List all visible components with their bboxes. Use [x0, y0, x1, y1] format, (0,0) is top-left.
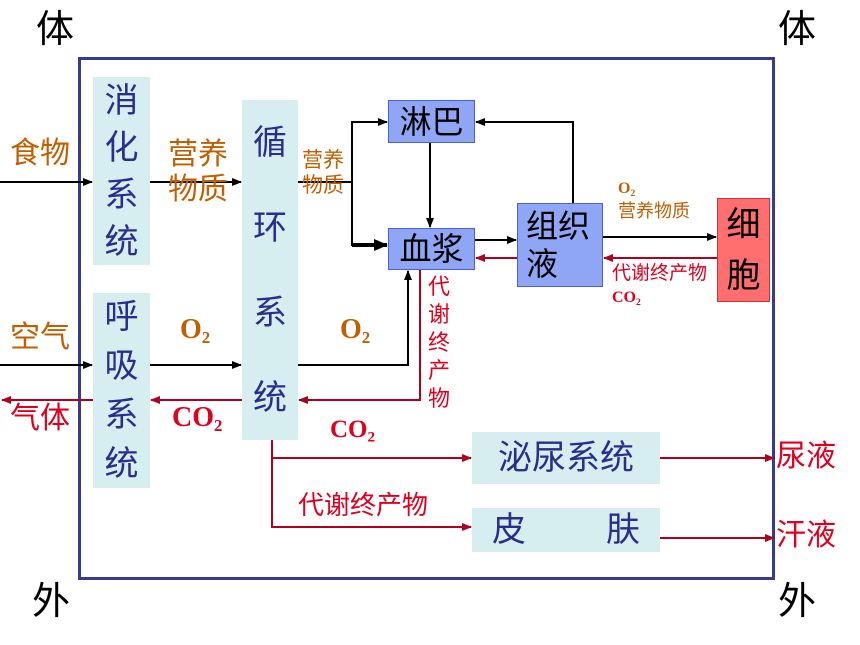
digestive-system-box: 消 化 系 统	[93, 77, 150, 265]
excretion-waste-label: 代谢终产物	[298, 491, 429, 521]
o2-subscript: 2	[630, 187, 636, 199]
gas-out-label: 气体	[10, 401, 70, 436]
co2-label-circulatory: CO2	[330, 417, 375, 446]
digestive-char: 系	[104, 174, 139, 215]
o2-base: O	[340, 314, 362, 345]
food-label: 食物	[10, 136, 70, 171]
circulatory-char: 循	[253, 122, 287, 163]
skin-char: 肤	[606, 510, 640, 550]
urinary-system-label: 泌尿系统	[498, 438, 634, 478]
tissue-fluid-label-line1: 组织	[526, 207, 591, 245]
plasma-waste-char: 产	[428, 359, 451, 384]
tissue-fluid-label-line2: 液	[526, 245, 559, 283]
co2-subscript: 2	[367, 429, 376, 446]
plasma-box: 血浆	[388, 228, 475, 270]
respiratory-char: 吸	[104, 346, 139, 387]
circulatory-char: 统	[253, 377, 287, 418]
plasma-waste-char: 物	[428, 387, 451, 412]
digestive-char: 化	[104, 127, 139, 168]
nutrients-label-small: 营养 物质	[302, 150, 344, 196]
nutrients-line1: 营养	[168, 137, 228, 172]
nutrients-label-cell: 营养物质	[618, 201, 690, 222]
lymph-box: 淋巴	[388, 100, 475, 143]
sweat-label: 汗液	[776, 518, 836, 553]
plasma-waste-char: 终	[428, 331, 451, 356]
cell-char: 细	[726, 204, 761, 245]
body-boundary-frame	[78, 57, 775, 580]
cell-char: 胞	[726, 255, 761, 296]
nutrients-line2: 物质	[168, 172, 228, 207]
arrow-circulatory-to-skin	[271, 440, 472, 531]
respiratory-char: 系	[104, 394, 139, 435]
o2-subscript: 2	[201, 328, 211, 348]
skin-box: 皮 肤	[472, 508, 660, 552]
circulatory-system-box: 循 环 系 统	[242, 100, 298, 440]
circulatory-char: 系	[253, 292, 287, 333]
co2-base: CO	[172, 402, 214, 433]
plasma-label: 血浆	[399, 230, 464, 268]
skin-char: 皮	[492, 510, 526, 550]
digestive-char: 消	[104, 80, 139, 121]
co2-label-respiratory: CO2	[172, 404, 222, 435]
arrow-tissue-fluid-to-lymph	[475, 118, 574, 203]
nutrients-small-line1: 营养	[302, 148, 344, 172]
o2-label-plasma: O2	[340, 316, 370, 347]
corner-bottom-right-label: 外	[778, 579, 817, 623]
co2-subscript: 2	[214, 416, 223, 436]
respiratory-system-box: 呼 吸 系 统	[93, 293, 150, 488]
urine-label: 尿液	[776, 439, 836, 474]
lymph-label: 淋巴	[399, 102, 464, 141]
arrow-circulatory-to-plasma	[298, 270, 412, 366]
urinary-system-box: 泌尿系统	[472, 432, 660, 484]
respiratory-char: 呼	[104, 297, 139, 338]
plasma-waste-label: 代 谢 终 产 物	[428, 274, 450, 414]
plasma-waste-char: 谢	[428, 303, 451, 328]
waste-label-cell: 代谢终产物	[612, 262, 708, 284]
o2-label-respiratory: O2	[180, 316, 210, 347]
corner-top-left-label: 体	[36, 7, 75, 51]
arrow-plasma-to-circulatory	[298, 270, 421, 404]
co2-base: CO	[612, 289, 636, 306]
digestive-char: 统	[104, 221, 139, 262]
corner-bottom-left-label: 外	[32, 579, 71, 623]
respiratory-char: 统	[104, 443, 139, 484]
air-label: 空气	[10, 320, 70, 355]
co2-label-cell: CO2	[612, 289, 641, 308]
o2-base: O	[180, 314, 202, 345]
co2-base: CO	[330, 416, 368, 443]
co2-subscript: 2	[636, 296, 641, 308]
nutrients-label-large: 营养 物质	[168, 140, 228, 205]
cell-box: 细 胞	[717, 198, 770, 302]
o2-label-cell: O2	[618, 180, 636, 199]
nutrients-small-line2: 物质	[302, 173, 344, 197]
plasma-waste-char: 代	[428, 275, 451, 300]
corner-top-right-label: 体	[778, 7, 817, 51]
tissue-fluid-box: 组织 液	[517, 203, 603, 287]
o2-base: O	[618, 180, 631, 197]
circulatory-char: 环	[253, 207, 287, 248]
o2-subscript: 2	[361, 328, 371, 348]
